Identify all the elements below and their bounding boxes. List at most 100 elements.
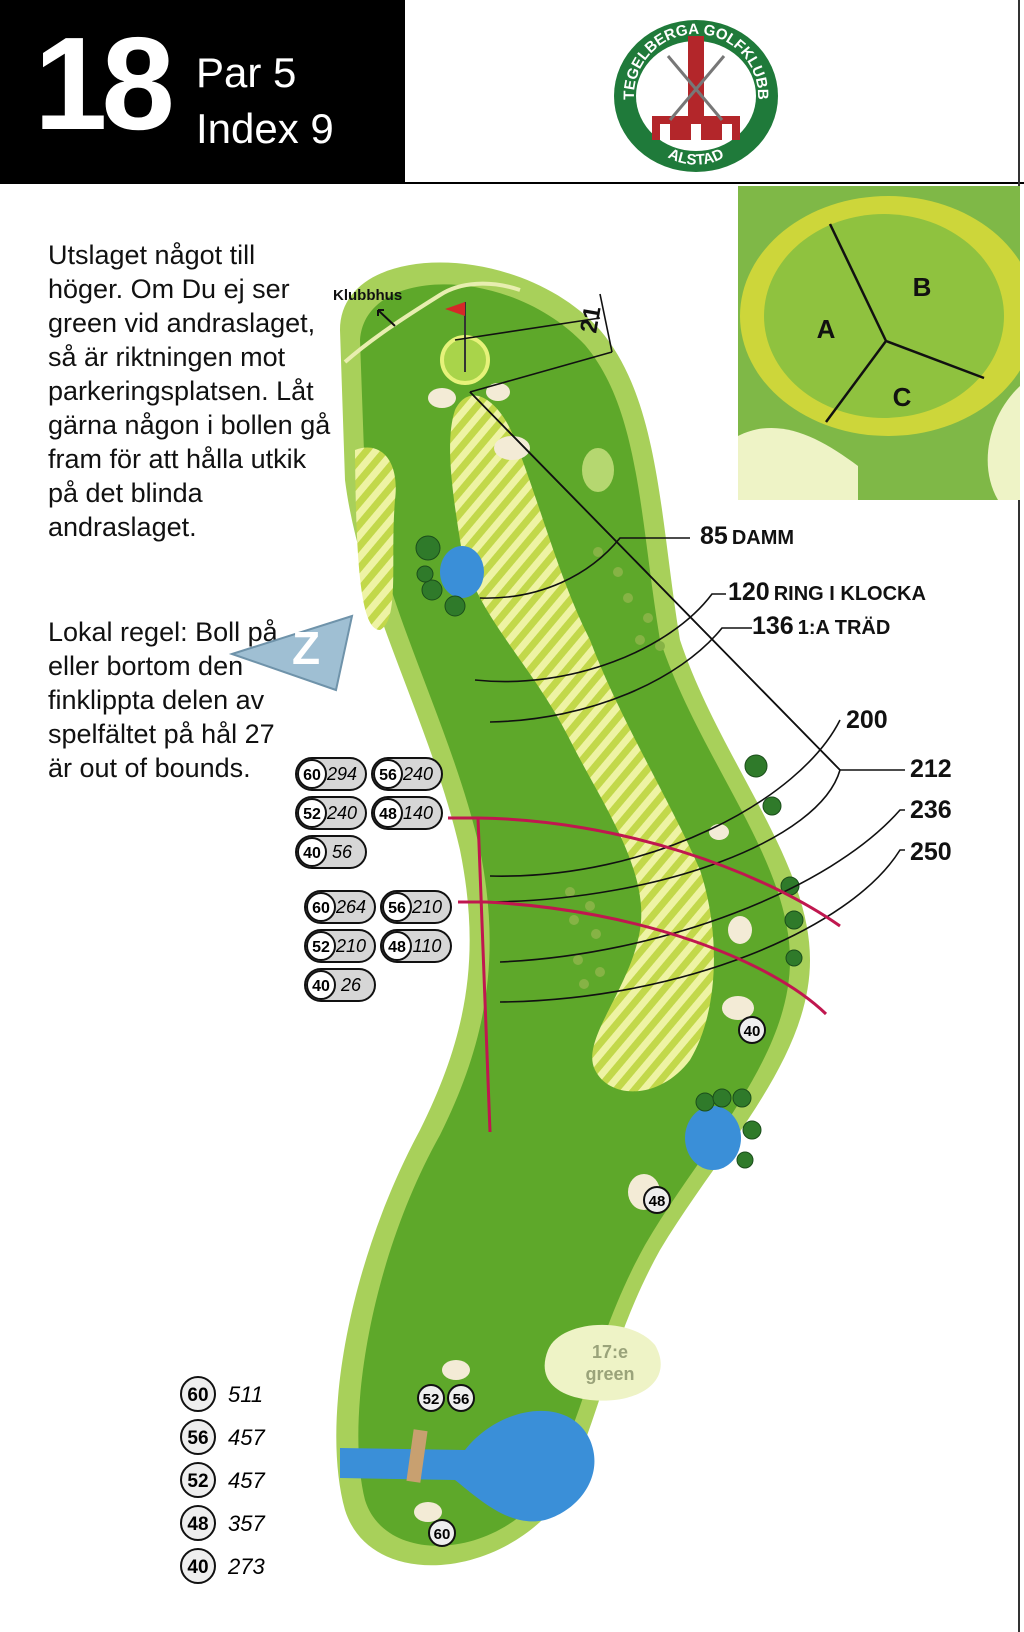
distance-marker-236: 236 bbox=[910, 796, 952, 824]
tee-badge: 60 bbox=[312, 900, 330, 917]
svg-text:56: 56 bbox=[453, 1391, 470, 1408]
compass-letter: Z bbox=[292, 622, 320, 674]
svg-text:48: 48 bbox=[187, 1514, 208, 1535]
flag-icon bbox=[445, 302, 465, 316]
bunker bbox=[442, 1360, 470, 1380]
svg-text:48: 48 bbox=[649, 1193, 666, 1210]
svg-text:60: 60 bbox=[434, 1526, 451, 1543]
green-section-a: A bbox=[817, 314, 836, 344]
tee-marker-60: 60 bbox=[428, 1519, 456, 1547]
fairway-left-patch bbox=[355, 447, 396, 630]
svg-text:212: 212 bbox=[910, 755, 952, 783]
tee-length-row: 52 457 bbox=[180, 1462, 265, 1498]
green-17-label-1: 17:e bbox=[592, 1342, 628, 1362]
clubhouse-label: Klubbhus bbox=[333, 287, 402, 304]
tee-length-row: 56 457 bbox=[180, 1419, 265, 1455]
tee-length-row: 48 357 bbox=[180, 1505, 265, 1541]
bunker bbox=[486, 383, 510, 401]
hole-header: 18 Par 5 Index 9 bbox=[0, 0, 405, 184]
svg-text:52: 52 bbox=[423, 1391, 440, 1408]
svg-text:236: 236 bbox=[910, 796, 952, 824]
bunker bbox=[428, 388, 456, 408]
bunker bbox=[494, 436, 530, 460]
tee-badge: 60 bbox=[303, 767, 321, 784]
bunker bbox=[582, 448, 614, 492]
bunker bbox=[722, 996, 754, 1020]
sprinkler-dist: 210 bbox=[411, 897, 442, 917]
tee-badge: 56 bbox=[388, 900, 406, 917]
green-depth: 21 bbox=[575, 304, 606, 335]
clubhouse-arrow-icon bbox=[377, 309, 396, 327]
sprinkler-dist: 240 bbox=[326, 803, 357, 823]
tee-marker-48: 48 bbox=[643, 1186, 671, 1214]
sprinkler-dist: 210 bbox=[335, 936, 366, 956]
sprinkler-dist: 240 bbox=[402, 764, 433, 784]
tee-badge: 52 bbox=[312, 939, 330, 956]
bridge bbox=[406, 1429, 428, 1483]
tee-badge: 40 bbox=[303, 845, 321, 862]
hole-number: 18 bbox=[34, 10, 175, 157]
green-surface bbox=[764, 214, 1004, 418]
sprinkler-dist: 26 bbox=[340, 975, 362, 995]
tee-length-row: 60 511 bbox=[180, 1376, 263, 1412]
sprinkler-dist: 110 bbox=[413, 936, 442, 956]
pond bbox=[440, 546, 484, 598]
logo-text-bottom: ALSTAD bbox=[666, 145, 727, 168]
svg-text:250: 250 bbox=[910, 838, 952, 866]
svg-text:457: 457 bbox=[228, 1468, 265, 1493]
hole-par: Par 5 bbox=[196, 49, 297, 96]
tee-marker-56: 56 bbox=[447, 1384, 475, 1412]
front-pond bbox=[340, 1410, 595, 1522]
bunker bbox=[728, 916, 752, 944]
clubhouse-path bbox=[343, 281, 521, 364]
svg-text:60: 60 bbox=[187, 1385, 208, 1406]
pond bbox=[685, 1106, 741, 1170]
yardage-reference-lines bbox=[454, 293, 905, 1003]
north-compass: Z bbox=[228, 614, 354, 692]
distance-marker-250: 250 bbox=[910, 838, 952, 866]
svg-text:40: 40 bbox=[744, 1023, 761, 1040]
hole-index: Index 9 bbox=[196, 105, 334, 152]
club-logo: TEGELBERGA GOLFKLUBB ALSTAD bbox=[614, 20, 778, 172]
bunker bbox=[414, 1502, 442, 1522]
distance-marker-212: 212 bbox=[910, 755, 952, 783]
tee-marker-40: 40 bbox=[738, 1016, 766, 1044]
fairway-strip bbox=[450, 395, 714, 1092]
out-of-bounds-lines bbox=[448, 816, 841, 1133]
sprinkler-dist: 264 bbox=[335, 897, 366, 917]
svg-text:40: 40 bbox=[187, 1557, 208, 1578]
header-divider bbox=[405, 182, 1024, 184]
svg-text:52: 52 bbox=[187, 1471, 208, 1492]
green-17-label-2: green bbox=[585, 1364, 634, 1384]
sprinkler-dist: 56 bbox=[332, 842, 353, 862]
tee-badge: 52 bbox=[303, 806, 321, 823]
tee-badge: 40 bbox=[312, 978, 330, 995]
tee-marker-52: 52 bbox=[417, 1384, 445, 1412]
tee-badge: 48 bbox=[379, 806, 397, 823]
bunker bbox=[709, 824, 729, 840]
green-17 bbox=[544, 1324, 661, 1401]
sprinkler-dist: 140 bbox=[403, 803, 433, 823]
svg-text:56: 56 bbox=[187, 1428, 208, 1449]
local-rule: Lokal regel: Boll på eller bortom den fi… bbox=[48, 617, 278, 783]
svg-text:457: 457 bbox=[228, 1425, 265, 1450]
sprinkler-dist: 294 bbox=[326, 764, 357, 784]
distance-marker-200: 200 bbox=[846, 706, 888, 734]
sprinkler-table-lower: 60 264 56 210 52 210 48 110 40 26 bbox=[304, 890, 452, 1002]
svg-text:357: 357 bbox=[228, 1511, 265, 1536]
green-detail-map: A B C bbox=[738, 186, 1020, 500]
tee-badge: 56 bbox=[379, 767, 397, 784]
svg-text:511: 511 bbox=[228, 1382, 263, 1407]
svg-text:200: 200 bbox=[846, 706, 888, 734]
green-section-b: B bbox=[913, 272, 932, 302]
small-tree-group bbox=[565, 547, 665, 989]
green-section-lines bbox=[824, 223, 985, 423]
